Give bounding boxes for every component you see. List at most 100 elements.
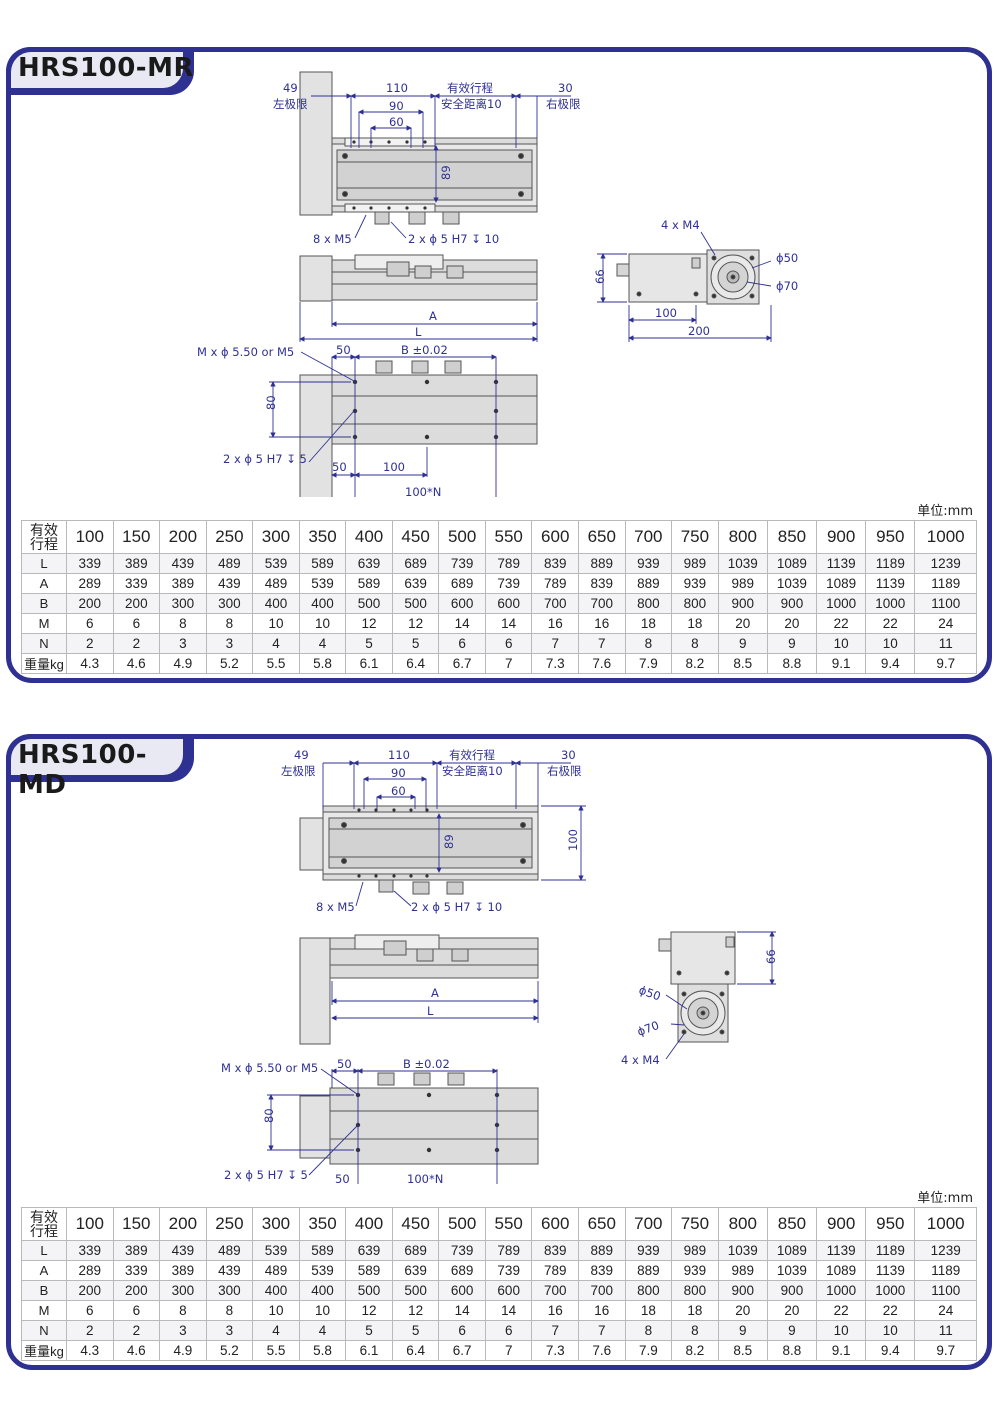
table-cell: 10 [298, 1300, 347, 1321]
table-cell: 800 [624, 1280, 673, 1301]
table-cell: 24 [914, 613, 977, 634]
table-cell: 300 [205, 593, 254, 614]
top-view [299, 71, 538, 225]
table-cell: 10 [298, 613, 347, 634]
table-cell: 400 [298, 1280, 347, 1301]
table-cell: 18 [671, 1300, 719, 1321]
table-cell: 5 [391, 633, 440, 654]
dimension-label: 50 [337, 1057, 352, 1071]
table-cell: 889 [578, 553, 626, 574]
table-cell: 1239 [914, 1240, 977, 1261]
table-cell: 10 [865, 1320, 916, 1341]
table-cell: 639 [345, 553, 393, 574]
dimension-label: A [429, 309, 437, 323]
table-cell: 2 [66, 633, 114, 654]
table-cell: 4 [298, 1320, 347, 1341]
table-cell: 1089 [766, 1240, 818, 1261]
side-view [299, 254, 538, 302]
table-cell: 750 [671, 1207, 719, 1241]
table-cell: 850 [766, 520, 818, 554]
dimension-label: 右极限 [547, 764, 582, 778]
table-cell: 389 [112, 553, 161, 574]
dimension-label: 2 x ϕ 5 H7 ↧ 5 [224, 1168, 308, 1182]
table-cell: 18 [624, 1300, 673, 1321]
table-cell: 400 [345, 520, 393, 554]
table-cell: 900 [816, 1207, 867, 1241]
table-cell: 150 [112, 520, 161, 554]
table-cell: 739 [484, 573, 533, 594]
table-cell: 989 [717, 573, 768, 594]
table-cell: 700 [578, 1280, 626, 1301]
table-cell: 9.4 [865, 1340, 916, 1361]
table-cell: 9 [717, 633, 768, 654]
table-cell: 1139 [816, 1240, 867, 1261]
dimension-label: 4 x M4 [621, 1053, 660, 1067]
table-cell: 200 [112, 593, 161, 614]
table-cell: 450 [391, 1207, 440, 1241]
table-cell: 939 [671, 1260, 719, 1281]
table-cell: 389 [159, 573, 207, 594]
table-cell: 12 [345, 1300, 393, 1321]
dimension-label: 80 [262, 1108, 276, 1123]
table-cell: 9.1 [816, 653, 867, 674]
table-cell: 7 [578, 633, 626, 654]
table-cell: 1089 [766, 553, 818, 574]
table-cell: 1039 [766, 573, 818, 594]
table-cell: 1189 [914, 1260, 977, 1281]
table-cell: 5 [345, 1320, 393, 1341]
table-cell: 700 [624, 1207, 673, 1241]
end-view [616, 249, 760, 305]
section-hrs100-mr: HRS100-MR [6, 47, 992, 683]
table-cell: 9 [766, 633, 818, 654]
table-cell: 1189 [865, 553, 916, 574]
table-cell: 800 [671, 1280, 719, 1301]
table-cell: 8.2 [671, 653, 719, 674]
table-cell: 1100 [914, 1280, 977, 1301]
dimension-label: L [415, 325, 422, 339]
table-cell: 18 [671, 613, 719, 634]
table-cell: 800 [671, 593, 719, 614]
table-cell: 3 [205, 1320, 254, 1341]
table-cell: 489 [252, 573, 300, 594]
dimension-label: 有效行程 [449, 748, 495, 762]
table-cell: 650 [578, 1207, 626, 1241]
table-cell: 750 [671, 520, 719, 554]
table-cell: 6.1 [345, 1340, 393, 1361]
table-cell: 550 [484, 520, 533, 554]
table-cell: 989 [717, 1260, 768, 1281]
table-cell: 939 [624, 553, 673, 574]
table-cell: 8.2 [671, 1340, 719, 1361]
table-cell: 600 [438, 1280, 486, 1301]
table-cell: 重量kg [21, 653, 67, 674]
table-cell: 800 [624, 593, 673, 614]
table-cell: 939 [624, 1240, 673, 1261]
table-cell: 639 [345, 1240, 393, 1261]
dimension-label: 100 [655, 306, 677, 320]
table-cell: M [21, 1300, 67, 1321]
table-cell: 7.9 [624, 1340, 673, 1361]
table-cell: 300 [159, 1280, 207, 1301]
unit-label: 单位:mm [917, 504, 973, 519]
top-dims [311, 93, 571, 239]
table-cell: 6.7 [438, 653, 486, 674]
dimension-label: 66 [764, 949, 778, 964]
table-cell: 16 [531, 1300, 580, 1321]
table-cell: 4.9 [159, 653, 207, 674]
table-cell: 250 [205, 1207, 254, 1241]
dimension-label: 左极限 [273, 97, 308, 111]
table-cell: 16 [578, 1300, 626, 1321]
table-cell: 289 [66, 573, 114, 594]
top-view [299, 805, 539, 895]
section-hrs100-md: HRS100-MD [6, 734, 992, 1370]
table-cell: 1139 [816, 553, 867, 574]
table-cell: 489 [252, 1260, 300, 1281]
table-cell: 8 [159, 613, 207, 634]
table-cell: 150 [112, 1207, 161, 1241]
table-cell: 7.3 [531, 653, 580, 674]
